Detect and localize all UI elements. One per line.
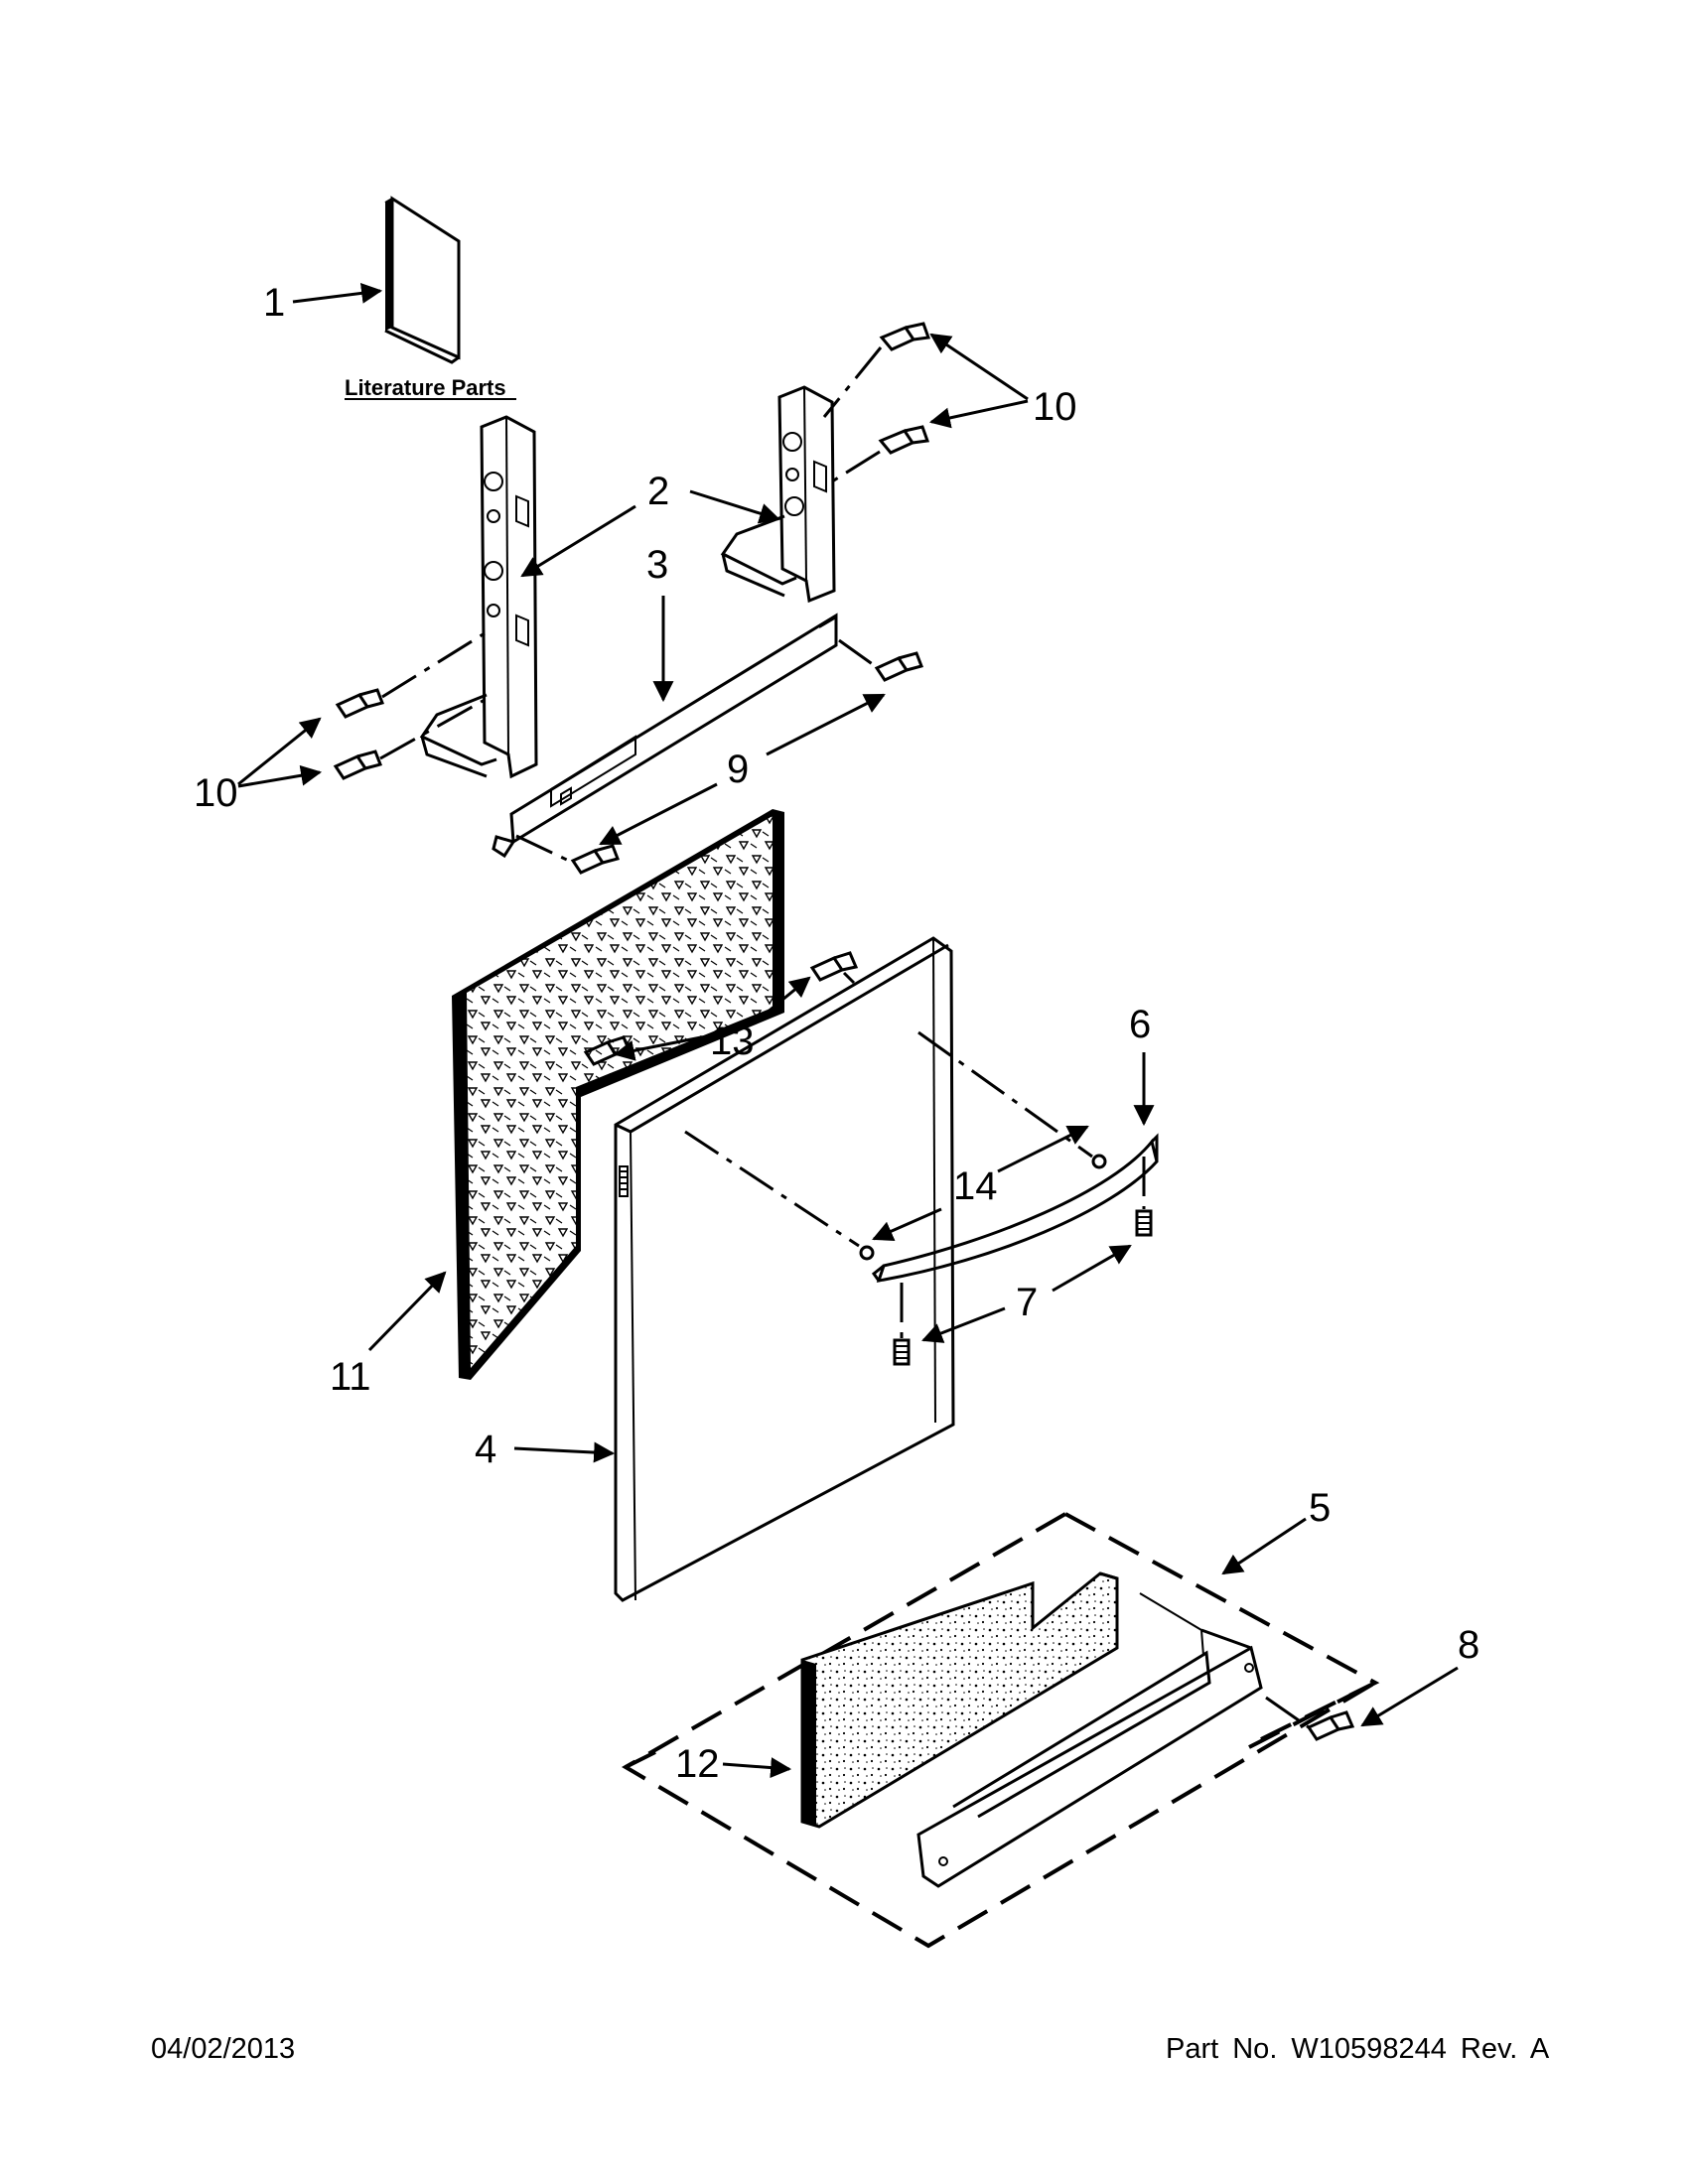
screw-10-b: [878, 425, 930, 455]
literature-booklet: [384, 196, 461, 364]
literature-parts-label: Literature Parts: [345, 375, 506, 400]
toe-panel-assembly-outline: [622, 1512, 1380, 1949]
toe-panel: [916, 1592, 1263, 1888]
foam-insulation-block: [800, 1571, 1119, 1829]
callout-2: 2: [647, 470, 669, 513]
insulation-panel: [452, 809, 784, 1380]
door-strip: [492, 613, 838, 859]
screw-9-a: [874, 651, 923, 682]
callout-11: 11: [330, 1355, 371, 1399]
callout-4: 4: [475, 1428, 496, 1471]
callout-9: 9: [727, 748, 749, 791]
handle-screw-14-a: [1091, 1154, 1107, 1169]
callout-1: 1: [263, 281, 285, 325]
callout-5: 5: [1309, 1486, 1331, 1530]
screw-10-a: [879, 322, 931, 351]
screw-13-a: [809, 951, 859, 982]
screw-8: [1306, 1710, 1355, 1741]
handle-screw-14-b: [859, 1245, 875, 1261]
callout-13: 13: [710, 1020, 755, 1063]
callout-12: 12: [675, 1742, 720, 1786]
left-hinge-bracket: [419, 415, 538, 779]
callout-10-top: 10: [1033, 385, 1077, 429]
footer-part-number: Part No. W10598244 Rev. A: [1166, 2033, 1550, 2065]
screw-10-d: [333, 750, 382, 780]
screw-10-c: [335, 688, 384, 719]
callout-3: 3: [646, 543, 668, 587]
footer-date: 04/02/2013: [151, 2033, 296, 2065]
callout-10-left: 10: [194, 771, 238, 815]
door-handle: [871, 1133, 1159, 1283]
callout-8: 8: [1458, 1623, 1479, 1667]
right-hinge-bracket: [720, 385, 836, 604]
screw-9-b: [570, 844, 620, 875]
callout-14: 14: [953, 1164, 998, 1208]
callout-7: 7: [1016, 1281, 1038, 1324]
callout-6: 6: [1129, 1003, 1151, 1046]
